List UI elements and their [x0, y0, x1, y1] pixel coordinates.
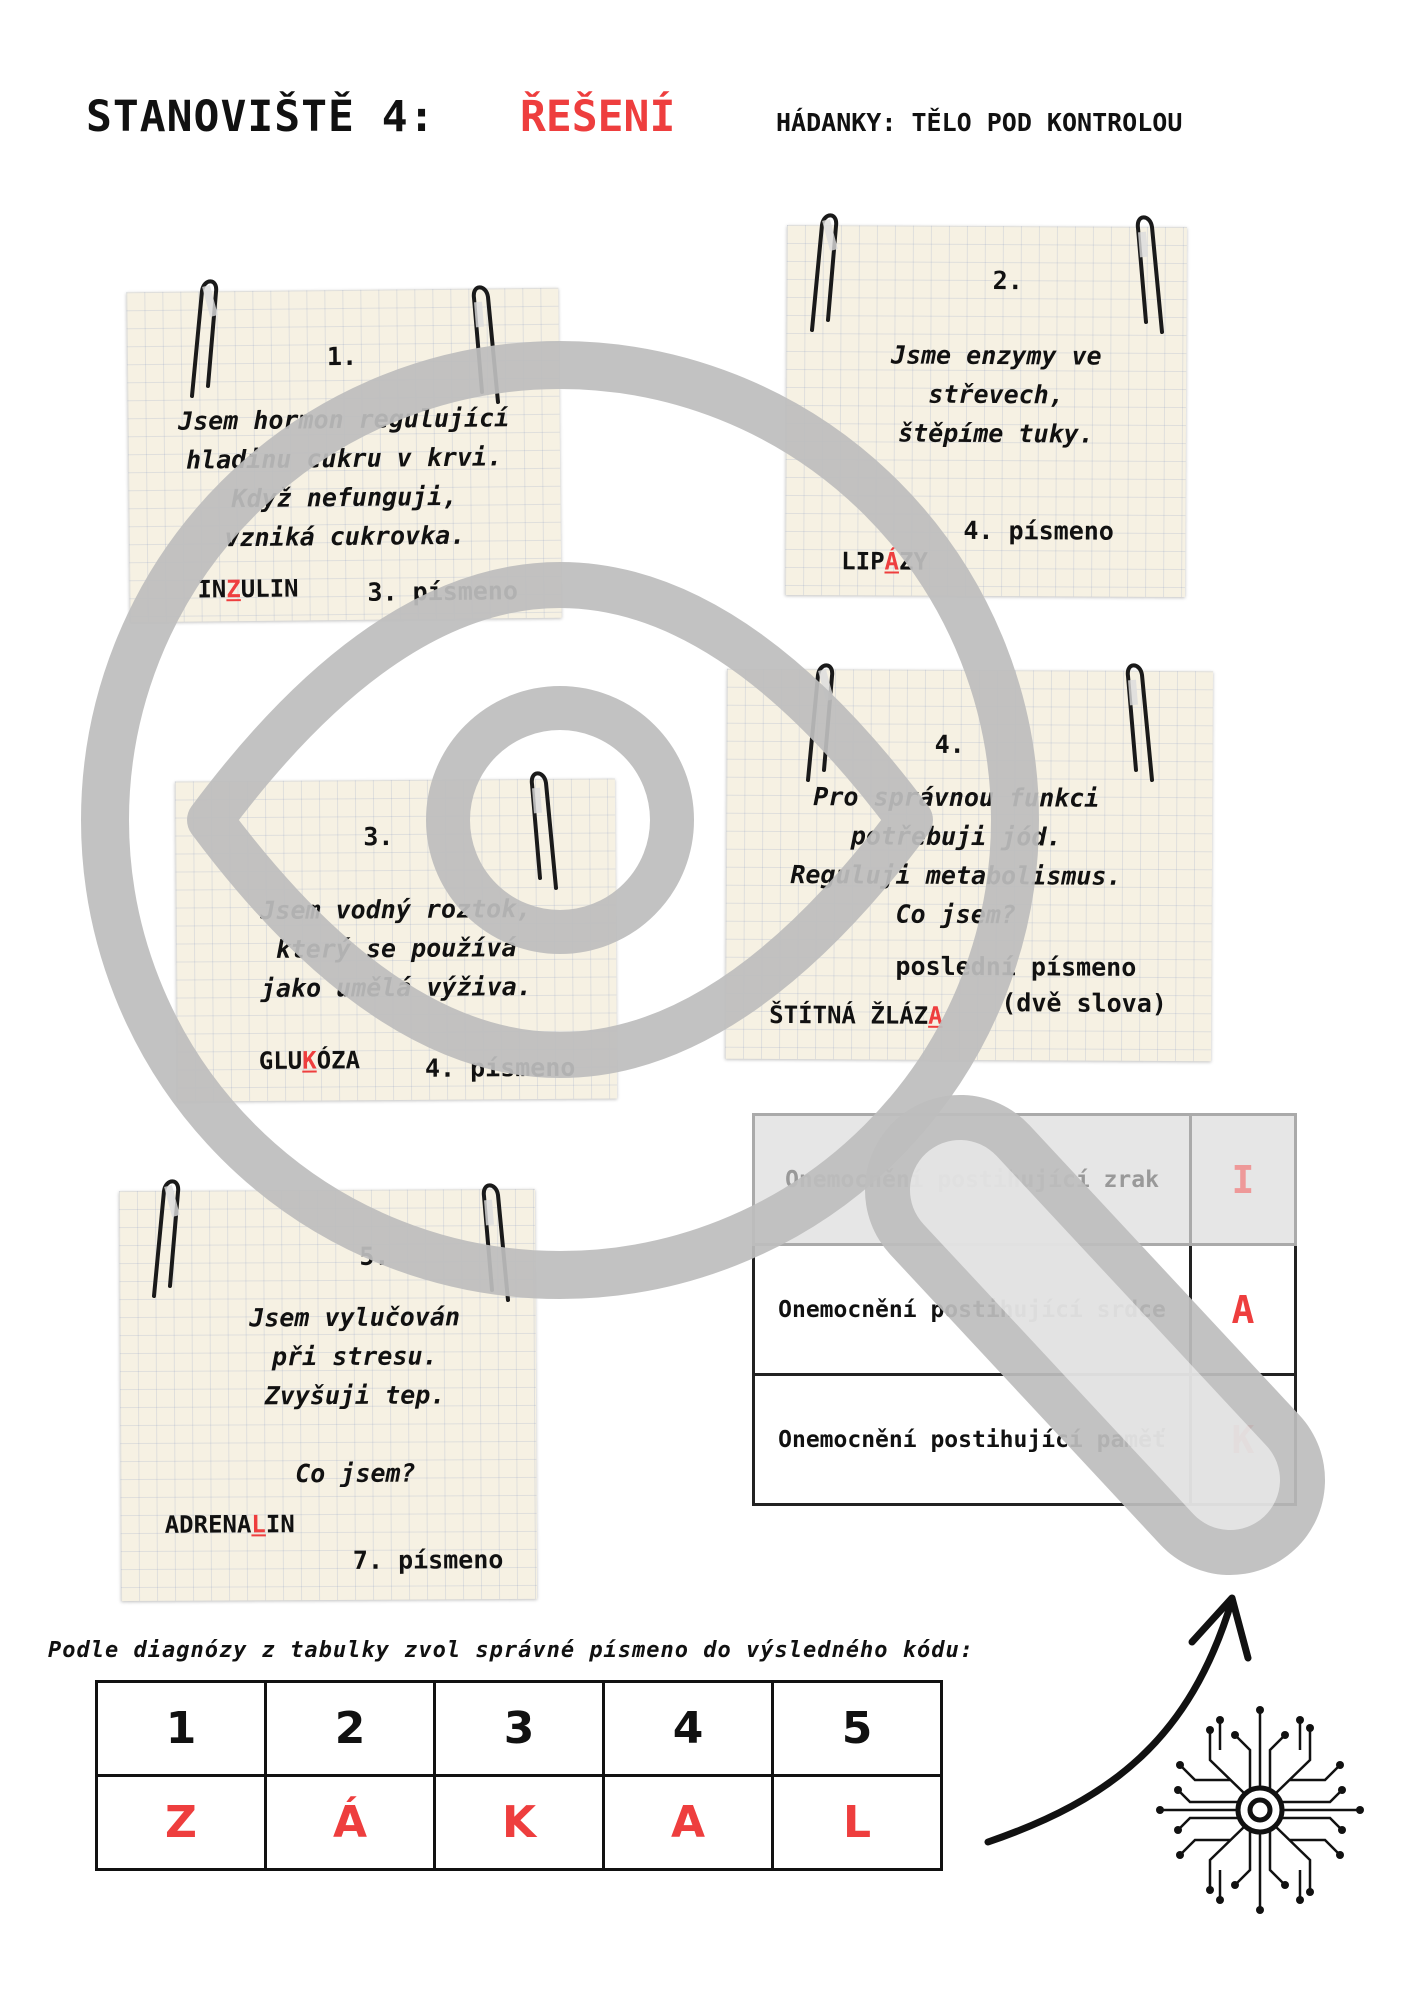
riddle-note-2: 2. Jsme enzymy ve střevech, štěpíme tuky…: [785, 224, 1187, 598]
riddle-answer: INZULIN: [197, 574, 299, 604]
diagnosis-table: Onemocnění postihující zrak I Onemocnění…: [752, 1113, 1297, 1506]
code-letter-row: Z Á K A L: [95, 1774, 943, 1871]
code-number: 4: [602, 1680, 774, 1777]
diagnosis-row: Onemocnění postihující zrak I: [752, 1113, 1297, 1246]
paperclip-icon: [481, 1183, 510, 1302]
riddle-number: 2.: [992, 266, 1023, 296]
paperclip-icon: [1135, 215, 1164, 334]
paperclip-icon: [806, 663, 835, 782]
diagnosis-letter: K: [1189, 1373, 1297, 1506]
riddle-letter-position: 3. písmeno: [367, 576, 519, 607]
riddle-text: Pro správnou funkci potřebuji jód. Regul…: [790, 782, 1122, 930]
arrow-icon: [984, 1594, 1252, 1846]
code-letter: A: [602, 1774, 774, 1871]
riddle-number: 1.: [326, 341, 358, 372]
riddle-text: Jsem hormon regulující hladinu cukru v k…: [177, 403, 510, 553]
riddle-position-note: (dvě slova): [1001, 988, 1167, 1019]
instruction-text: Podle diagnózy z tabulky zvol správné pí…: [48, 1638, 974, 1663]
riddle-text: Jsem vodný roztok, který se používá jako…: [260, 894, 532, 1003]
paperclip-icon: [529, 771, 558, 890]
riddle-letter-position: poslední písmeno: [895, 951, 1137, 982]
riddle-answer: GLUKÓZA: [258, 1046, 361, 1075]
riddle-number: 5.: [359, 1241, 390, 1271]
riddle-number: 4.: [934, 729, 965, 759]
code-number: 2: [264, 1680, 436, 1777]
code-letter: Á: [264, 1774, 436, 1871]
riddle-answer: LIPÁZY: [841, 547, 929, 576]
diagnosis-row: Onemocnění postihující srdce A: [752, 1243, 1297, 1376]
riddle-letter-position: 4. písmeno: [963, 515, 1114, 546]
riddle-text: Jsem vylučován při stresu. Zvyšuji tep. …: [249, 1302, 461, 1489]
code-letter: L: [771, 1774, 943, 1871]
riddle-letter-position: 4. písmeno: [424, 1052, 576, 1083]
paperclip-icon: [152, 1179, 181, 1298]
station-title: STANOVIŠTĚ 4:: [86, 92, 436, 142]
riddle-text: Jsme enzymy ve střevech, štěpíme tuky.: [890, 340, 1102, 449]
paperclip-icon: [471, 285, 500, 404]
code-number: 3: [433, 1680, 605, 1777]
code-number-row: 1 2 3 4 5: [95, 1680, 943, 1777]
riddle-answer: ŠTÍTNÁ ŽLÁZA: [769, 1000, 943, 1030]
code-number: 1: [95, 1680, 267, 1777]
paperclip-icon: [810, 213, 839, 332]
solution-title: ŘEŠENÍ: [520, 92, 676, 142]
diagnosis-row: Onemocnění postihující paměť K: [752, 1373, 1297, 1506]
riddle-number: 3.: [363, 822, 394, 852]
code-letter: Z: [95, 1774, 267, 1871]
diagnosis-letter: I: [1189, 1113, 1297, 1246]
diagnosis-text: Onemocnění postihující srdce: [752, 1243, 1192, 1376]
diagnosis-text: Onemocnění postihující zrak: [752, 1113, 1192, 1246]
code-number: 5: [771, 1680, 943, 1777]
code-letter: K: [433, 1774, 605, 1871]
riddle-letter-position: 7. písmeno: [352, 1545, 504, 1575]
riddles-subtitle: HÁDANKY: TĚLO POD KONTROLOU: [776, 108, 1183, 137]
diagnosis-text: Onemocnění postihující paměť: [752, 1373, 1192, 1506]
result-code-table: 1 2 3 4 5 Z Á K A L: [95, 1680, 943, 1871]
circuit-eye-logo-icon: [1156, 1706, 1364, 1914]
riddle-answer: ADRENALIN: [164, 1510, 295, 1539]
paperclip-icon: [190, 279, 219, 398]
paperclip-icon: [1125, 663, 1154, 782]
diagnosis-letter: A: [1189, 1243, 1297, 1376]
